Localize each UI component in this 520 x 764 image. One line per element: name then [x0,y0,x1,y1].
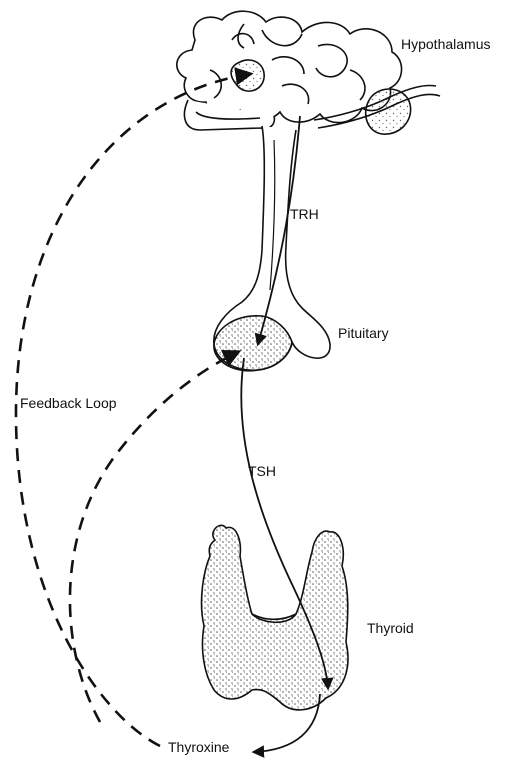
thyroxine-label: Thyroxine [168,739,229,755]
thyroid-label: Thyroid [367,620,414,636]
tsh-label: TSH [248,463,276,479]
feedback-loop-label: Feedback Loop [20,395,117,411]
pituitary-label: Pituitary [338,325,389,341]
trh-label: TRH [290,206,319,222]
thyroid-shape [202,525,348,710]
pituitary-shape [214,126,330,371]
hypothalamus-label: Hypothalamus [401,36,491,52]
